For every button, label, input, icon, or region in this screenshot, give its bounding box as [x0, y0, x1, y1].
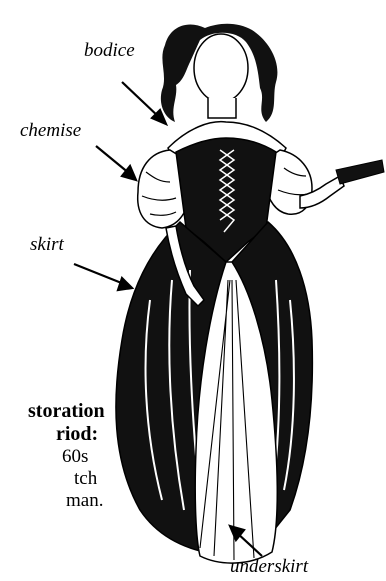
- skirt-label: skirt: [30, 234, 64, 256]
- caption-heading-line-2: riod:: [0, 423, 160, 446]
- caption-heading-line-1: storation: [0, 400, 160, 423]
- chemise-label: chemise: [20, 120, 81, 142]
- skirt-arrow: [74, 264, 124, 284]
- period-caption: storation riod: 60s tch man.: [0, 400, 160, 512]
- bodice-label: bodice: [84, 40, 135, 62]
- caption-body-line-2: tch: [0, 468, 160, 490]
- fan: [336, 160, 384, 184]
- caption-body-line-3: man.: [0, 490, 160, 512]
- bodice-arrow: [122, 82, 160, 118]
- face: [194, 34, 248, 102]
- caption-body-line-1: 60s: [0, 446, 160, 468]
- chemise-arrow: [96, 146, 130, 174]
- neck: [208, 98, 236, 118]
- underskirt-label: underskirt: [230, 556, 308, 578]
